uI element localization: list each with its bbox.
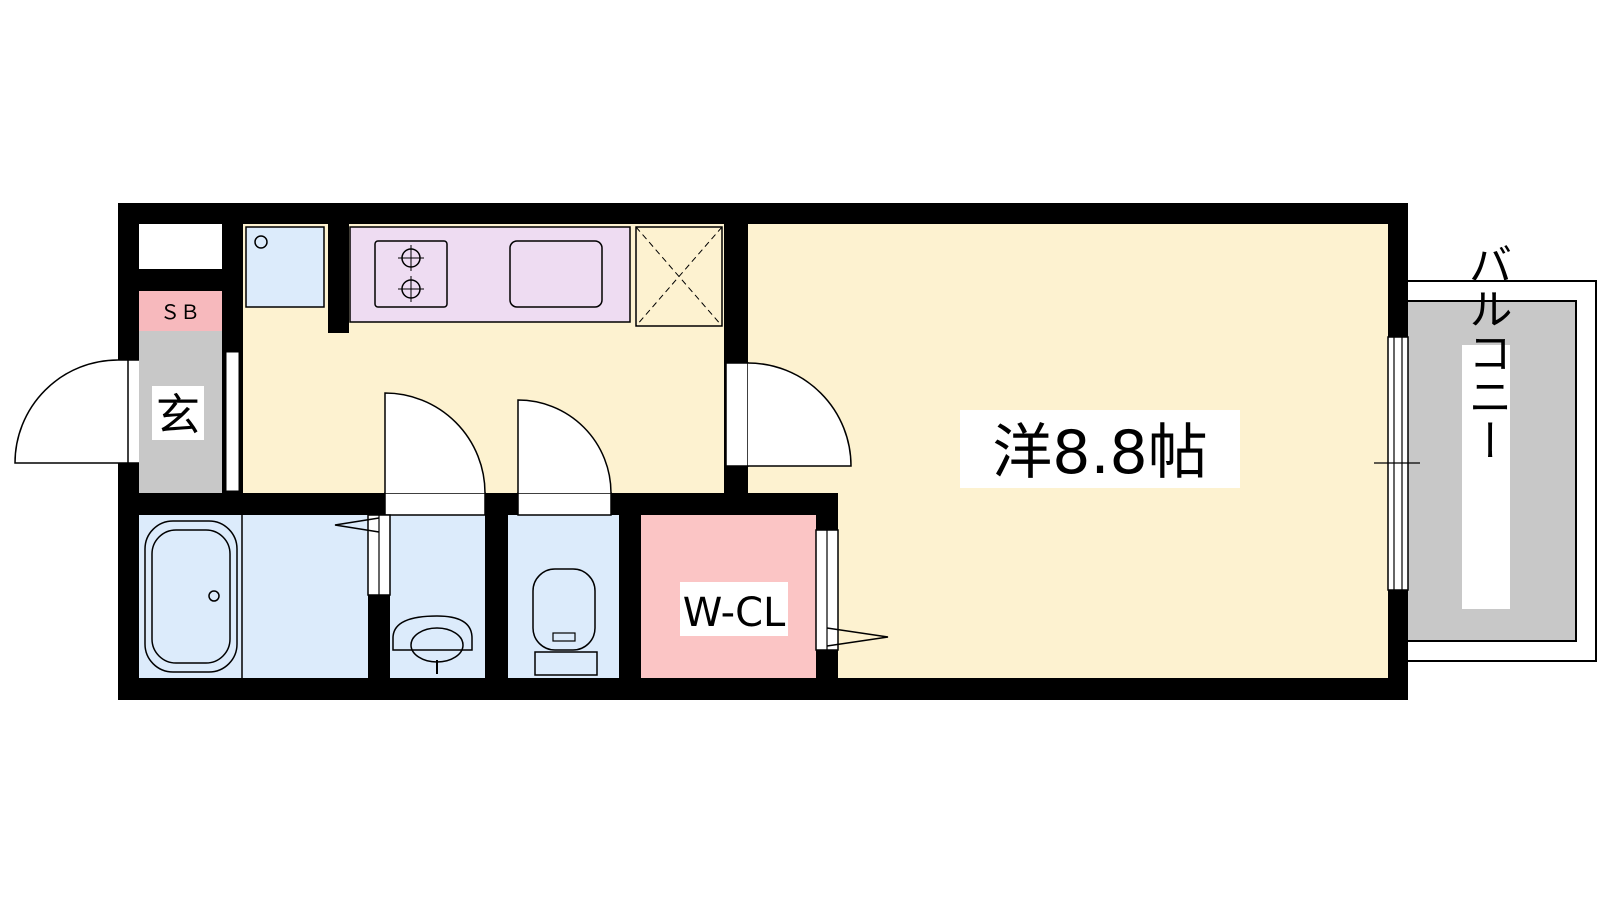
wet-area-wall (139, 493, 838, 515)
kitchen-wall-stub (328, 224, 349, 333)
bathtub-icon (144, 520, 238, 673)
washer-space (245, 226, 325, 308)
shoe-box (139, 291, 222, 331)
western-room-door-swing (747, 362, 852, 467)
washroom-door-opening (384, 492, 486, 516)
closet-door-swing (826, 627, 889, 647)
toilet-room-floor (508, 515, 619, 678)
balcony-label-bg (1462, 345, 1510, 609)
bathroom-door-swing (334, 517, 380, 533)
sink-icon (509, 240, 603, 308)
shoe-box-label: ＳＢ (160, 300, 200, 324)
washroom-floor (390, 515, 485, 678)
toilet-door-swing (517, 399, 612, 494)
storage-shelf (139, 224, 222, 269)
toilet-door-opening (517, 492, 612, 516)
entrance-label: 玄 (156, 390, 200, 441)
kitchen-counter (349, 226, 631, 323)
western-room-label-bg (960, 410, 1240, 488)
walk-in-closet-label: W-CL (683, 590, 786, 636)
western-room-door-opening (725, 362, 749, 467)
washroom-door-swing (384, 392, 486, 494)
western-room-label: 洋8.8帖 (992, 418, 1207, 488)
balcony: バルコニー (1379, 242, 1597, 662)
entrance-label-bg (152, 386, 204, 440)
entrance-door-swing (14, 359, 119, 464)
western-room-floor-lower (838, 497, 1388, 678)
walk-in-closet-label-bg (680, 582, 788, 636)
drain-icon (254, 235, 268, 249)
toilet-icon (532, 568, 598, 676)
stove-icon (374, 240, 448, 308)
bathroom-floor (139, 515, 368, 678)
washbasin-icon (392, 615, 473, 674)
refrigerator-space (635, 226, 723, 327)
balcony-label: バルコニー (1461, 242, 1512, 462)
